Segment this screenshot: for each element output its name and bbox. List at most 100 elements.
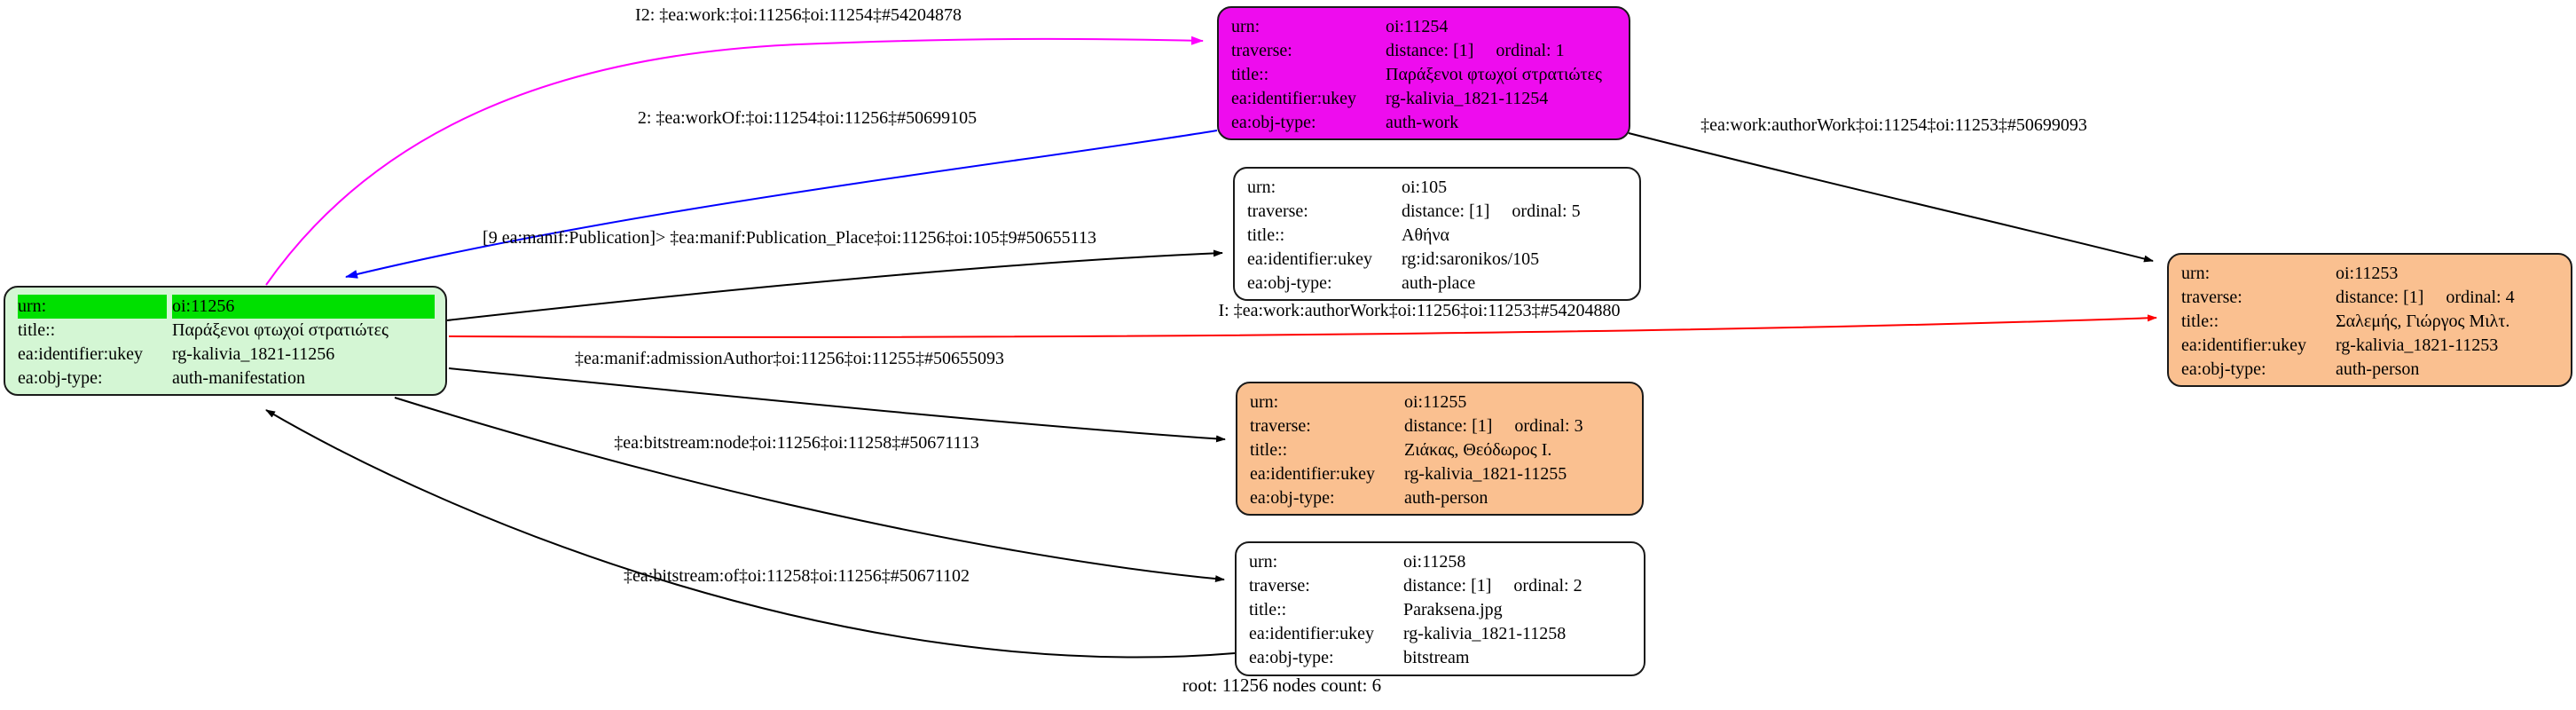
node-row: traverse: distance: [1] ordinal: 3 — [1237, 414, 1631, 438]
edge-bitstream-node — [394, 397, 1225, 583]
node-field-value: distance: [1] ordinal: 3 — [1404, 416, 1583, 436]
node-field-value: Paraksena.jpg — [1403, 600, 1503, 619]
node-row: ea:obj-type: auth-person — [2169, 358, 2560, 382]
node-row: title::Paraksena.jpg — [1237, 598, 1633, 622]
node-oi-11255[interactable]: urn: oi:11255 traverse: distance: [1] ordin… — [1236, 382, 1644, 516]
node-field-label: ea:identifier:ukey — [18, 344, 144, 364]
node-row: title::Ζιάκας, Θεόδωρος Ι. — [1237, 438, 1631, 462]
node-field-label: ea:identifier:ukey — [1249, 624, 1375, 643]
graph-root-caption: root: 11256 nodes count: 6 — [1182, 674, 1382, 696]
node-field-label: title:: — [1231, 65, 1269, 84]
node-field-label: title:: — [1250, 440, 1288, 460]
node-row: urn: oi:11258 — [1237, 550, 1633, 574]
node-field-value: rg-kalivia_1821-11254 — [1386, 89, 1549, 108]
node-row: ea:obj-type: auth-person — [1237, 486, 1631, 510]
node-field-label: ea:identifier:ukey — [1250, 464, 1376, 484]
edge-publication-place — [446, 249, 1223, 321]
edge-workof — [345, 130, 1218, 279]
node-field-label: urn: — [1249, 552, 1278, 572]
node-field-value: auth-place — [1402, 273, 1476, 293]
edge-label-publication-place: [9 ea:manif:Publication]> ‡ea:manif:Publ… — [483, 228, 1096, 248]
edge-bitstream-of — [265, 409, 1236, 659]
node-oi-11254[interactable]: urn: oi:11254 traverse: distance: [1] ordin… — [1217, 6, 1630, 140]
node-row: ea:identifier:ukey rg-kalivia_1821-11253 — [2169, 334, 2560, 358]
node-row: ea:obj-type: auth-place — [1235, 272, 1629, 296]
node-field-label: title:: — [1247, 225, 1285, 245]
node-row: ea:identifier:ukey rg-kalivia_1821-11258 — [1237, 622, 1633, 646]
node-field-value: Σαλεμής, Γιώργος Μιλτ. — [2336, 312, 2510, 331]
node-field-value: distance: [1] ordinal: 4 — [2336, 288, 2515, 307]
node-field-value: rg-kalivia_1821-11253 — [2336, 335, 2499, 355]
node-row: title::Αθήνα — [1235, 224, 1629, 248]
edge-authorwork-11256-11253 — [448, 314, 2157, 338]
node-row: ea:obj-type: auth-work — [1219, 111, 1618, 135]
node-row: urn: oi:11254 — [1219, 15, 1618, 39]
node-row: urn: oi:11253 — [2169, 262, 2560, 286]
node-field-value: oi:11256 — [172, 295, 435, 319]
node-field-label: ea:obj-type: — [18, 368, 103, 388]
edge-label-work-i2: I2: ‡ea:work:‡oi:11256‡oi:11254‡#5420487… — [635, 5, 962, 25]
node-field-value: auth-work — [1386, 113, 1459, 132]
node-field-label: ea:obj-type: — [1247, 273, 1332, 293]
node-field-value: Παράξενοι φτωχοί στρατιώτες — [172, 320, 389, 340]
node-row: title::Παράξενοι φτωχοί στρατιώτες — [1219, 63, 1618, 87]
node-field-value: Ζιάκας, Θεόδωρος Ι. — [1404, 440, 1552, 460]
node-field-label: title:: — [18, 320, 56, 340]
node-field-value: rg-kalivia_1821-11258 — [1403, 624, 1567, 643]
node-row: ea:identifier:ukey rg-kalivia_1821-11256 — [5, 343, 435, 367]
edge-label-workof: 2: ‡ea:workOf:‡oi:11254‡oi:11256‡#506991… — [637, 108, 978, 128]
node-field-label: traverse: — [1250, 416, 1311, 436]
node-field-label: traverse: — [1249, 576, 1310, 596]
node-row: traverse:distance: [1] ordinal: 4 — [2169, 286, 2560, 310]
edge-label-authorwork-11256-11253: I: ‡ea:work:authorWork‡oi:11256‡oi:11253… — [1218, 301, 1621, 320]
node-field-value: auth-manifestation — [172, 368, 305, 388]
node-field-value: oi:11258 — [1403, 552, 1466, 572]
node-field-label: urn: — [2181, 264, 2211, 283]
node-field-value: auth-person — [1404, 488, 1488, 508]
edge-label-admission-author: ‡ea:manif:admissionAuthor‡oi:11256‡oi:11… — [574, 349, 1005, 368]
node-field-label: urn: — [1247, 178, 1276, 197]
node-field-value: rg-kalivia_1821-11256 — [172, 344, 335, 364]
node-field-value: bitstream — [1403, 648, 1470, 667]
node-field-label: ea:obj-type: — [2181, 359, 2266, 379]
node-row: traverse:distance: [1] ordinal: 2 — [1237, 574, 1633, 598]
node-field-label: ea:identifier:ukey — [1231, 89, 1357, 108]
edge-label-authorwork-11254-11253: ‡ea:work:authorWork‡oi:11254‡oi:11253‡#5… — [1700, 115, 2087, 135]
node-field-value: auth-person — [2336, 359, 2420, 379]
node-field-value: oi:11255 — [1404, 392, 1467, 412]
node-oi-11253[interactable]: urn: oi:11253 traverse:distance: [1] ordin… — [2167, 253, 2572, 387]
node-field-label: ea:obj-type: — [1231, 113, 1316, 132]
node-field-value: distance: [1] ordinal: 5 — [1402, 201, 1581, 221]
node-row: traverse: distance: [1] ordinal: 1 — [1219, 39, 1618, 63]
edge-admission-author — [448, 367, 1226, 443]
edge-label-bitstream-node: ‡ea:bitstream:node‡oi:11256‡oi:11258‡#50… — [614, 433, 979, 453]
node-field-value: rg:id:saronikos/105 — [1402, 249, 1540, 269]
node-field-label: traverse: — [1231, 41, 1292, 60]
node-row: urn: oi:11255 — [1237, 390, 1631, 414]
node-oi-105[interactable]: urn: oi:105 traverse:distance: [1] ordinal… — [1233, 167, 1641, 301]
node-field-value: oi:11254 — [1386, 17, 1449, 36]
node-field-label: urn: — [18, 295, 167, 319]
node-row: urn:oi:11256 — [5, 295, 435, 319]
node-row: title::Σαλεμής, Γιώργος Μιλτ. — [2169, 310, 2560, 334]
node-field-label: urn: — [1250, 392, 1279, 412]
node-field-value: Παράξενοι φτωχοί στρατιώτες — [1386, 65, 1602, 84]
node-row: urn: oi:105 — [1235, 176, 1629, 200]
edge-label-bitstream-of: ‡ea:bitstream:of‡oi:11258‡oi:11256‡#5067… — [624, 566, 970, 586]
node-field-value: oi:11253 — [2336, 264, 2399, 283]
node-field-value: distance: [1] ordinal: 1 — [1386, 41, 1565, 60]
node-row: ea:identifier:ukey rg-kalivia_1821-11255 — [1237, 462, 1631, 486]
node-field-value: oi:105 — [1402, 178, 1448, 197]
node-row: traverse:distance: [1] ordinal: 5 — [1235, 200, 1629, 224]
node-field-label: ea:obj-type: — [1250, 488, 1335, 508]
node-field-value: rg-kalivia_1821-11255 — [1404, 464, 1567, 484]
node-row: title::Παράξενοι φτωχοί στρατιώτες — [5, 319, 435, 343]
node-field-label: urn: — [1231, 17, 1261, 36]
node-field-label: ea:identifier:ukey — [2181, 335, 2307, 355]
node-field-label: title:: — [1249, 600, 1287, 619]
node-field-label: ea:obj-type: — [1249, 648, 1334, 667]
